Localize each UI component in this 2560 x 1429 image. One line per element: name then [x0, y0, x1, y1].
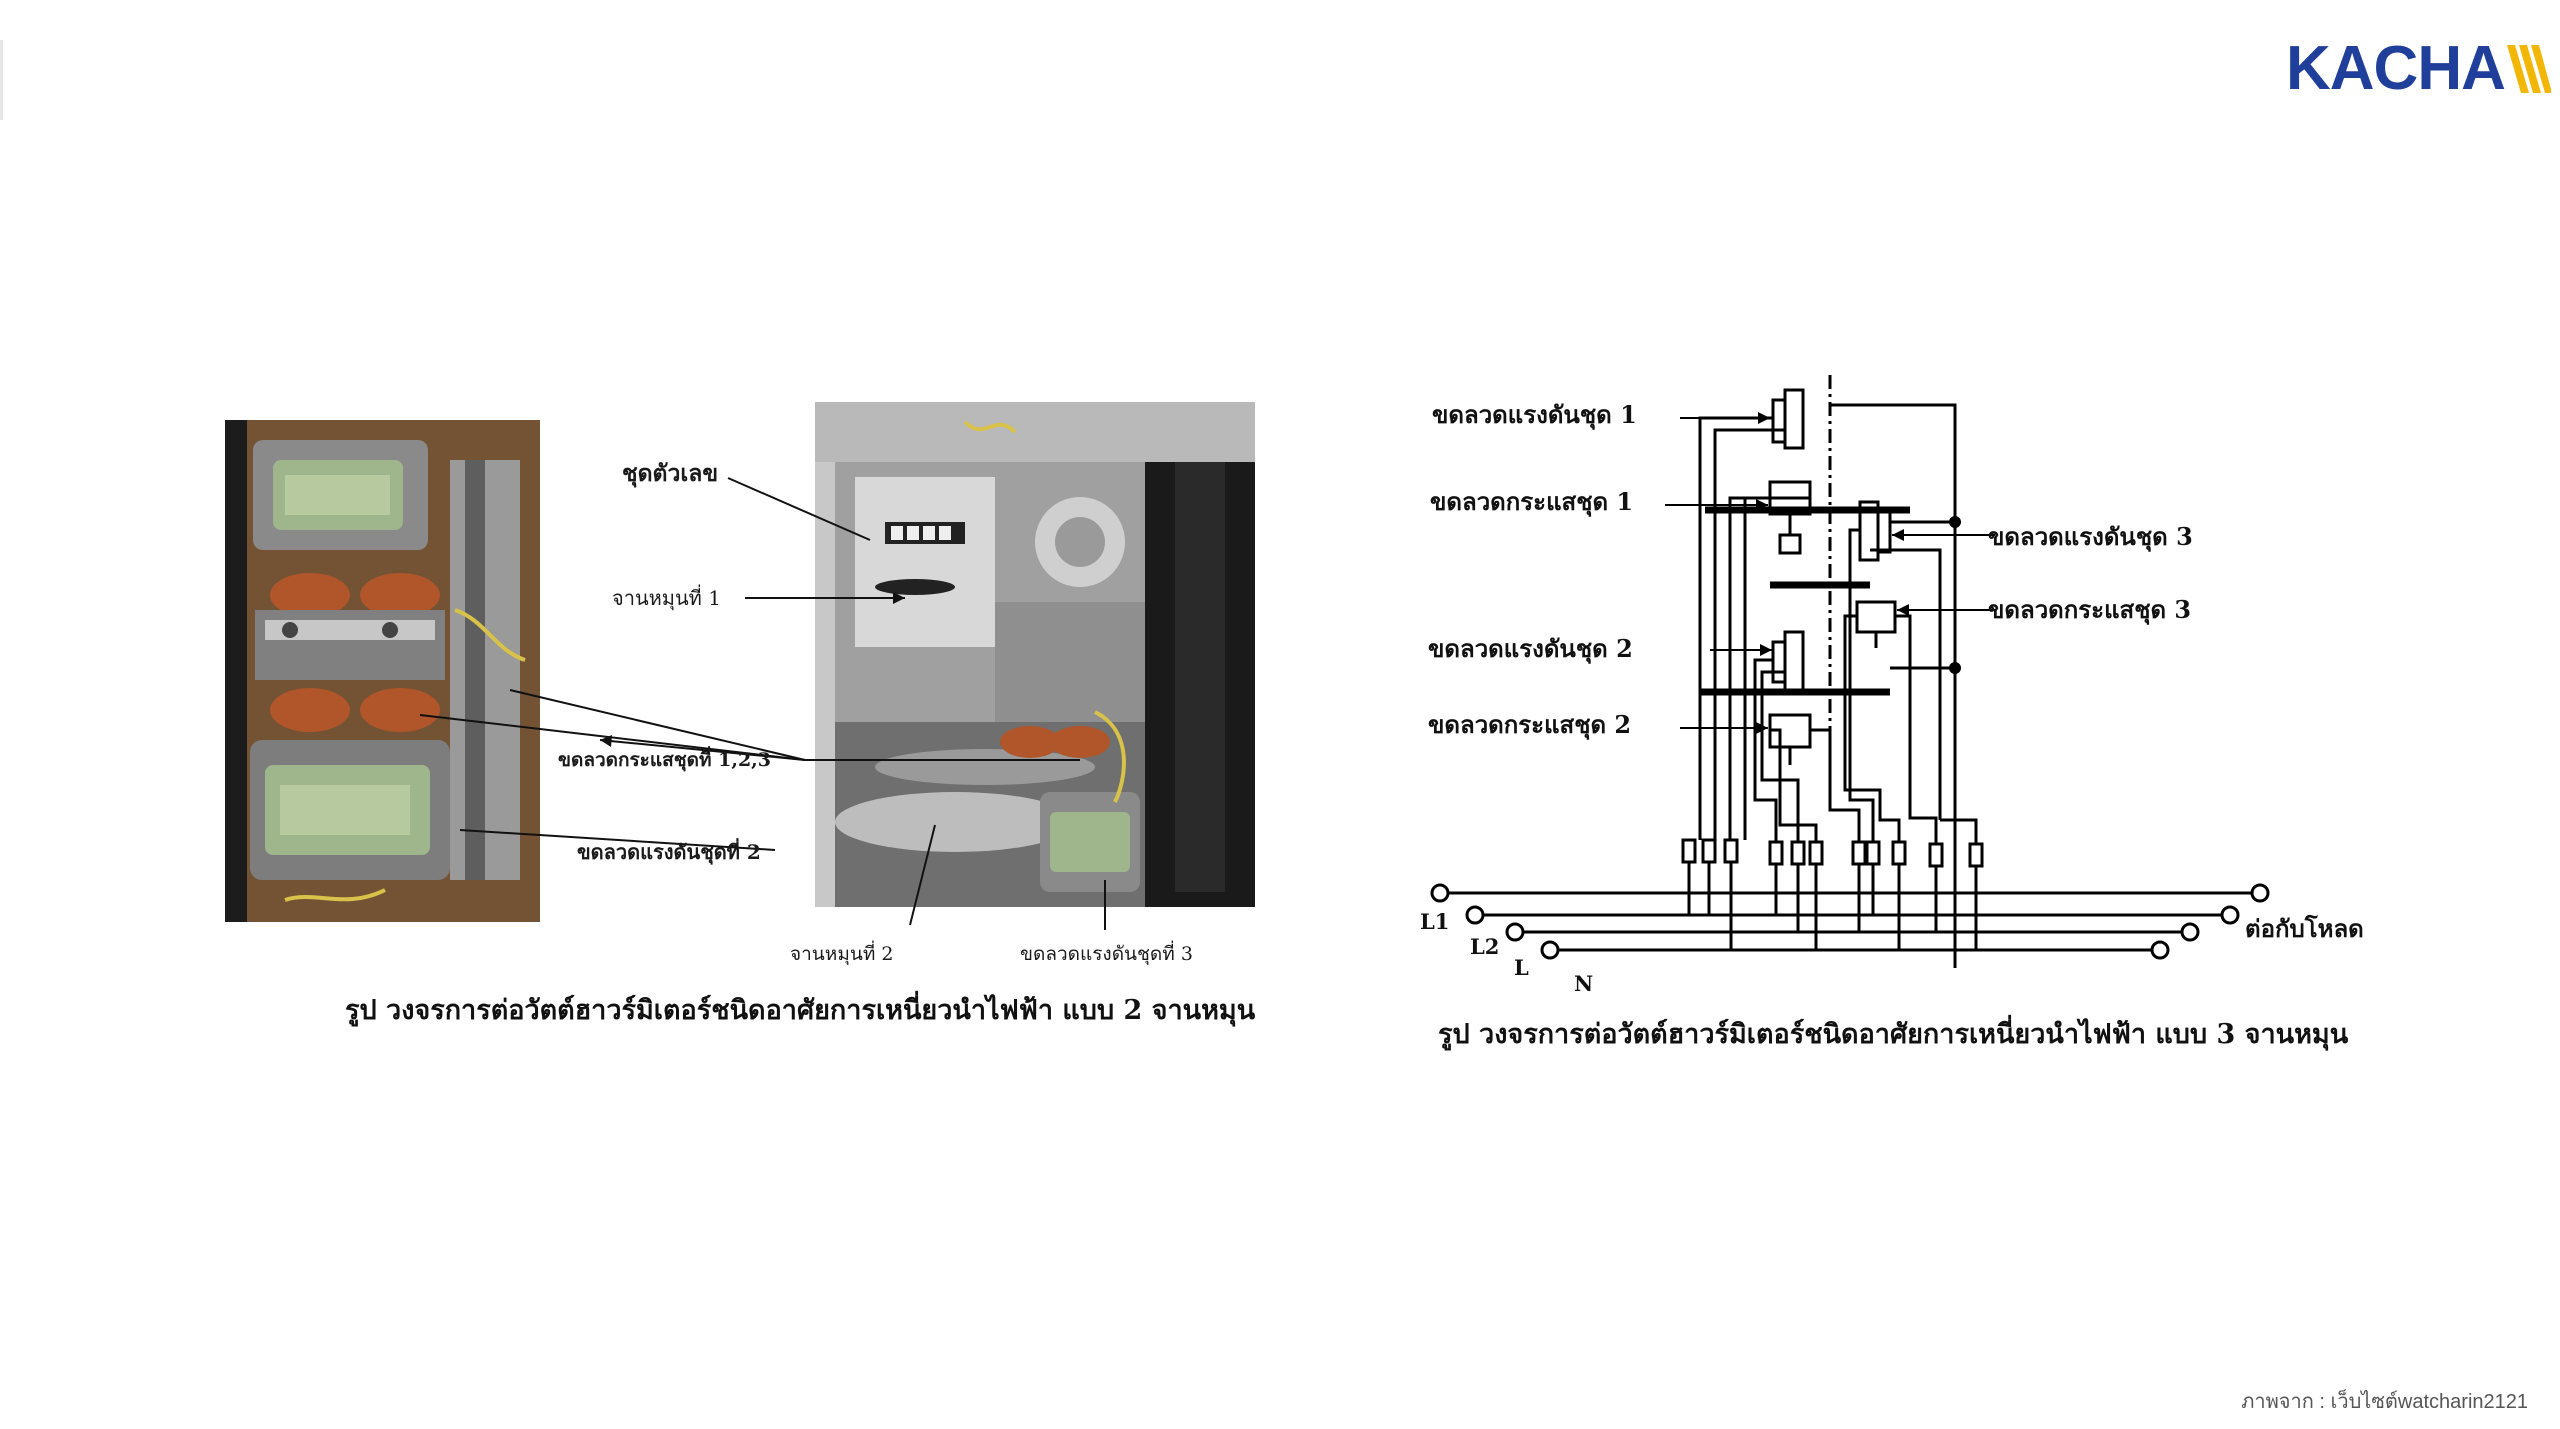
label-l: L: [1514, 955, 1529, 980]
label-current-coil-1: ขดลวดกระแสชุด 1: [1430, 487, 1634, 516]
label-voltage-coil-1: ขดลวดแรงดันชุด 1: [1432, 400, 1637, 429]
label-to-load: ต่อกับโหลด: [2245, 914, 2364, 943]
label-l2: L2: [1470, 934, 1500, 959]
label-current-coil-2: ขดลวดกระแสชุด 2: [1428, 710, 1632, 739]
label-voltage-coil-2: ขดลวดแรงดันชุดที่ 2: [577, 840, 761, 864]
left-edge-marker: [0, 40, 3, 120]
wiring-diagram: [1430, 375, 2270, 968]
label-l1: L1: [1420, 909, 1450, 934]
label-disk-2: จานหมุนที่ 2: [790, 943, 894, 965]
logo-text: KACHA: [2286, 34, 2506, 103]
logo-stripes-icon: [2506, 45, 2551, 93]
kacha-logo[interactable]: KACHA: [2286, 38, 2551, 100]
image-credit: ภาพจาก : เว็บไซต์watcharin2121: [2241, 1391, 2528, 1413]
meter-front-photo: [815, 402, 1255, 907]
meter-side-photo: [225, 420, 540, 922]
label-current-coil-3: ขดลวดกระแสชุด 3: [1988, 595, 2192, 624]
left-figure-caption: รูป วงจรการต่อวัตต์ฮาวร์มิเตอร์ชนิดอาศัย…: [345, 995, 1256, 1026]
label-voltage-coil-3: ขดลวดแรงดันชุด 3: [1988, 522, 2193, 551]
label-n: N: [1574, 971, 1594, 996]
right-figure-caption: รูป วงจรการต่อวัตต์ฮาวร์มิเตอร์ชนิดอาศัย…: [1438, 1019, 2349, 1050]
label-voltage-coil-2: ขดลวดแรงดันชุด 2: [1428, 634, 1633, 663]
label-register: ชุดตัวเลข: [622, 460, 719, 487]
label-current-coils: ขดลวดกระแสชุดที่ 1,2,3: [558, 749, 771, 771]
label-voltage-coil-3: ขดลวดแรงดันชุดที่ 3: [1020, 943, 1193, 965]
label-disk-1: จานหมุนที่ 1: [612, 586, 721, 610]
